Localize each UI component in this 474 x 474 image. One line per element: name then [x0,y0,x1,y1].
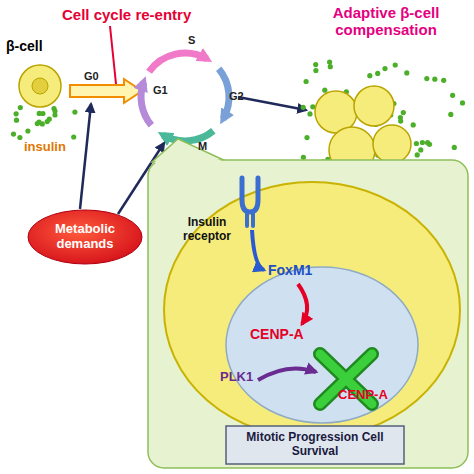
insulin-granule [307,111,312,116]
insulin-granule [304,135,309,140]
insulin-granule [411,122,416,127]
insulin-granule [420,140,425,145]
leader-line [110,26,116,84]
insulin-granule [37,111,42,116]
insulin-granule [304,79,309,84]
receptor-symbol [247,212,253,226]
outcome-box: Mitotic Progression Cell Survival [225,425,405,465]
insulin-granule [441,78,446,83]
insulin-granule [17,135,22,140]
cycle-arc-m [163,131,213,141]
demand-ellipse: Metabolic demands [27,209,143,265]
insulin-granule [414,141,419,146]
insulin-granule [382,66,387,71]
insulin-granule [322,88,327,93]
insulin-granule [25,128,30,133]
insulin-granule [313,68,318,73]
cycle-arc-g1 [141,82,151,125]
beta-cell [373,125,411,163]
g0-arrow [70,79,142,103]
insulin-granule [367,73,372,78]
protein-label: PLK1 [220,370,253,385]
protein-label: FoxM1 [268,262,312,278]
insulin-granule [35,121,40,126]
insulin-granule [18,105,23,110]
zoom-wedge-fill [154,140,226,163]
insulin-granule [14,118,19,123]
insulin-granule [72,110,77,115]
insulin-granule [313,62,318,67]
insulin-granule [432,77,437,82]
signal-arrow [258,368,316,380]
insulin-granule [425,140,430,145]
beta-cell-body [164,182,460,438]
outcome-label: Adaptive β-cell compensation [298,4,474,39]
insulin-granule [404,70,409,75]
insulin-granule [327,60,332,65]
protein-label: CENP-A [338,388,388,403]
node-text: Mitotic Progression Cell Survival [245,431,385,459]
beta-cell [354,86,394,126]
insulin-granule [393,62,398,67]
receptor-symbol [242,178,258,212]
cycle-arc-s [149,53,207,72]
phase-label: G2 [229,90,244,103]
insulin-granule [415,152,420,157]
node-text: Metabolic demands [40,222,130,252]
phase-label: G1 [153,84,168,97]
granule-label: insulin [24,140,66,155]
insulin-granule [398,119,403,124]
receptor-label: Insulin receptor [172,216,242,244]
nucleus [226,267,418,423]
insulin-granule [450,93,455,98]
phase-label: S [188,34,195,47]
protein-label: CENP-A [250,326,304,342]
insulin-granule [460,100,465,105]
demand-arrow [80,104,91,209]
insulin-granule [11,132,16,137]
phase-label: G0 [84,70,99,83]
insulin-granule [328,64,333,69]
insulin-granule [14,111,19,116]
insulin-granules [11,105,78,140]
insulin-granule [301,155,306,160]
insulin-granule [71,134,76,139]
insulin-granule [52,112,57,117]
flow-arrow [238,97,306,110]
zoom-wedge [152,139,228,162]
node-shape [28,210,142,264]
insulin-granule [452,145,457,150]
insulin-granule [301,105,306,110]
signal-arrow [252,230,264,270]
insulin-granule [375,71,380,76]
insulin-granule [45,119,50,124]
insulin-granule [448,112,453,117]
cell-label: β-cell [6,38,43,54]
beta-cell [19,65,61,107]
phase-label: M [198,140,207,153]
insulin-granule [424,76,429,81]
insulin-granule [401,110,406,115]
cell-nucleus [32,78,48,94]
zoom-panel [148,160,468,468]
process-label: Cell cycle re-entry [62,6,191,23]
insulin-granule [418,147,423,152]
signal-arrow [298,284,307,324]
node-shape [226,426,404,464]
cycle-arc-g2 [219,69,229,119]
